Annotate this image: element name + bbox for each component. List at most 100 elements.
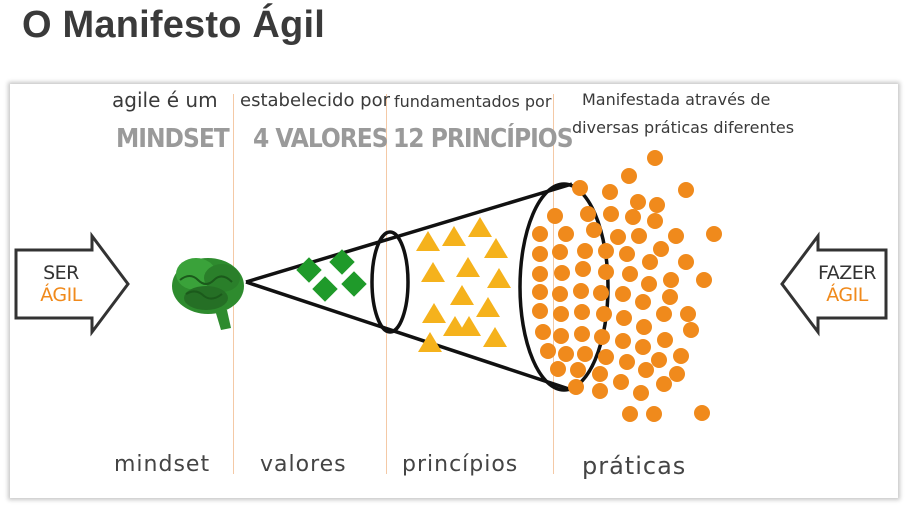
- dot-icon: [550, 361, 566, 377]
- left-arrow-line2: ÁGIL: [40, 284, 82, 306]
- diamond-icon: [341, 271, 367, 297]
- dot-icon: [678, 254, 694, 270]
- footer-praticas: práticas: [582, 452, 687, 480]
- footer-principios: princípios: [402, 452, 519, 477]
- dot-icon: [622, 266, 638, 282]
- dot-icon: [647, 150, 663, 166]
- dot-group: [532, 150, 722, 422]
- dot-icon: [592, 366, 608, 382]
- dot-icon: [657, 332, 673, 348]
- triangle-icon: [456, 257, 480, 277]
- dot-icon: [694, 405, 710, 421]
- dot-icon: [573, 283, 589, 299]
- dot-icon: [568, 379, 584, 395]
- brain-icon: [172, 258, 244, 330]
- dot-icon: [615, 286, 631, 302]
- dot-icon: [572, 180, 588, 196]
- dot-icon: [656, 376, 672, 392]
- dot-icon: [577, 243, 593, 259]
- triangle-icon: [416, 231, 440, 251]
- dot-icon: [574, 326, 590, 342]
- dot-icon: [532, 246, 548, 262]
- dot-icon: [638, 362, 654, 378]
- triangle-icon: [442, 226, 466, 246]
- diamond-icon: [312, 276, 338, 302]
- principios-caption: fundamentados por: [394, 92, 552, 111]
- valores-caption: estabelecido por: [240, 90, 391, 111]
- right-arrow-shape: [780, 231, 888, 337]
- dot-icon: [592, 383, 608, 399]
- dot-icon: [580, 206, 596, 222]
- dot-icon: [680, 306, 696, 322]
- valores-heading: 4 VALORES: [253, 124, 389, 154]
- dot-icon: [656, 306, 672, 322]
- dot-icon: [622, 406, 638, 422]
- dot-icon: [619, 354, 635, 370]
- dot-icon: [532, 284, 548, 300]
- left-arrow-shape: [14, 231, 130, 337]
- triangle-icon: [457, 316, 481, 336]
- praticas-caption-line2: diversas práticas diferentes: [572, 118, 795, 137]
- footer-valores: valores: [260, 452, 347, 477]
- left-arrow-label: SER ÁGIL: [26, 262, 96, 306]
- dot-icon: [577, 346, 593, 362]
- dot-icon: [575, 261, 591, 277]
- dot-icon: [553, 328, 569, 344]
- dot-icon: [535, 324, 551, 340]
- dot-icon: [683, 322, 699, 338]
- triangle-group: [416, 217, 511, 352]
- dot-icon: [540, 343, 556, 359]
- dot-icon: [598, 243, 614, 259]
- dot-icon: [619, 246, 635, 262]
- dot-icon: [603, 206, 619, 222]
- dot-icon: [594, 329, 610, 345]
- dot-icon: [610, 229, 626, 245]
- dot-icon: [596, 306, 612, 322]
- dot-icon: [615, 333, 631, 349]
- dot-icon: [630, 194, 646, 210]
- dot-icon: [641, 276, 657, 292]
- praticas-caption-line1: Manifestada através de: [582, 90, 771, 109]
- manifesto-diagram: agile é um MINDSET estabelecido por 4 VA…: [10, 84, 898, 498]
- dot-icon: [649, 197, 665, 213]
- triangle-icon: [483, 327, 507, 347]
- divider-valores-principios: [386, 94, 387, 474]
- dot-icon: [631, 228, 647, 244]
- footer-mindset: mindset: [114, 452, 211, 477]
- triangle-icon: [468, 217, 492, 237]
- dot-icon: [653, 241, 669, 257]
- triangle-icon: [487, 268, 511, 288]
- dot-icon: [586, 222, 602, 238]
- dot-icon: [547, 208, 563, 224]
- diamond-icon: [329, 249, 355, 275]
- dot-icon: [570, 362, 586, 378]
- funnel-graphic: [14, 150, 888, 422]
- page-title: O Manifesto Ágil: [22, 4, 325, 46]
- dot-icon: [636, 319, 652, 335]
- dot-icon: [635, 294, 651, 310]
- triangle-icon: [422, 303, 446, 323]
- dot-icon: [532, 266, 548, 282]
- funnel-cone: [245, 182, 610, 392]
- triangle-icon: [476, 297, 500, 317]
- triangle-icon: [484, 238, 508, 258]
- dot-icon: [621, 168, 637, 184]
- dot-icon: [532, 303, 548, 319]
- dot-icon: [668, 228, 684, 244]
- dot-icon: [558, 346, 574, 362]
- diamond-icon: [296, 257, 322, 283]
- dot-icon: [574, 304, 590, 320]
- dot-icon: [663, 272, 679, 288]
- dot-icon: [602, 184, 618, 200]
- triangle-icon: [421, 262, 445, 282]
- dot-icon: [554, 265, 570, 281]
- dot-icon: [613, 374, 629, 390]
- dot-icon: [625, 209, 641, 225]
- principios-heading: 12 PRINCÍPIOS: [393, 124, 574, 154]
- dot-icon: [598, 264, 614, 280]
- divider-principios-praticas: [553, 94, 554, 474]
- dot-icon: [678, 182, 694, 198]
- dot-icon: [558, 226, 574, 242]
- dot-icon: [633, 385, 649, 401]
- diamond-group: [296, 249, 367, 302]
